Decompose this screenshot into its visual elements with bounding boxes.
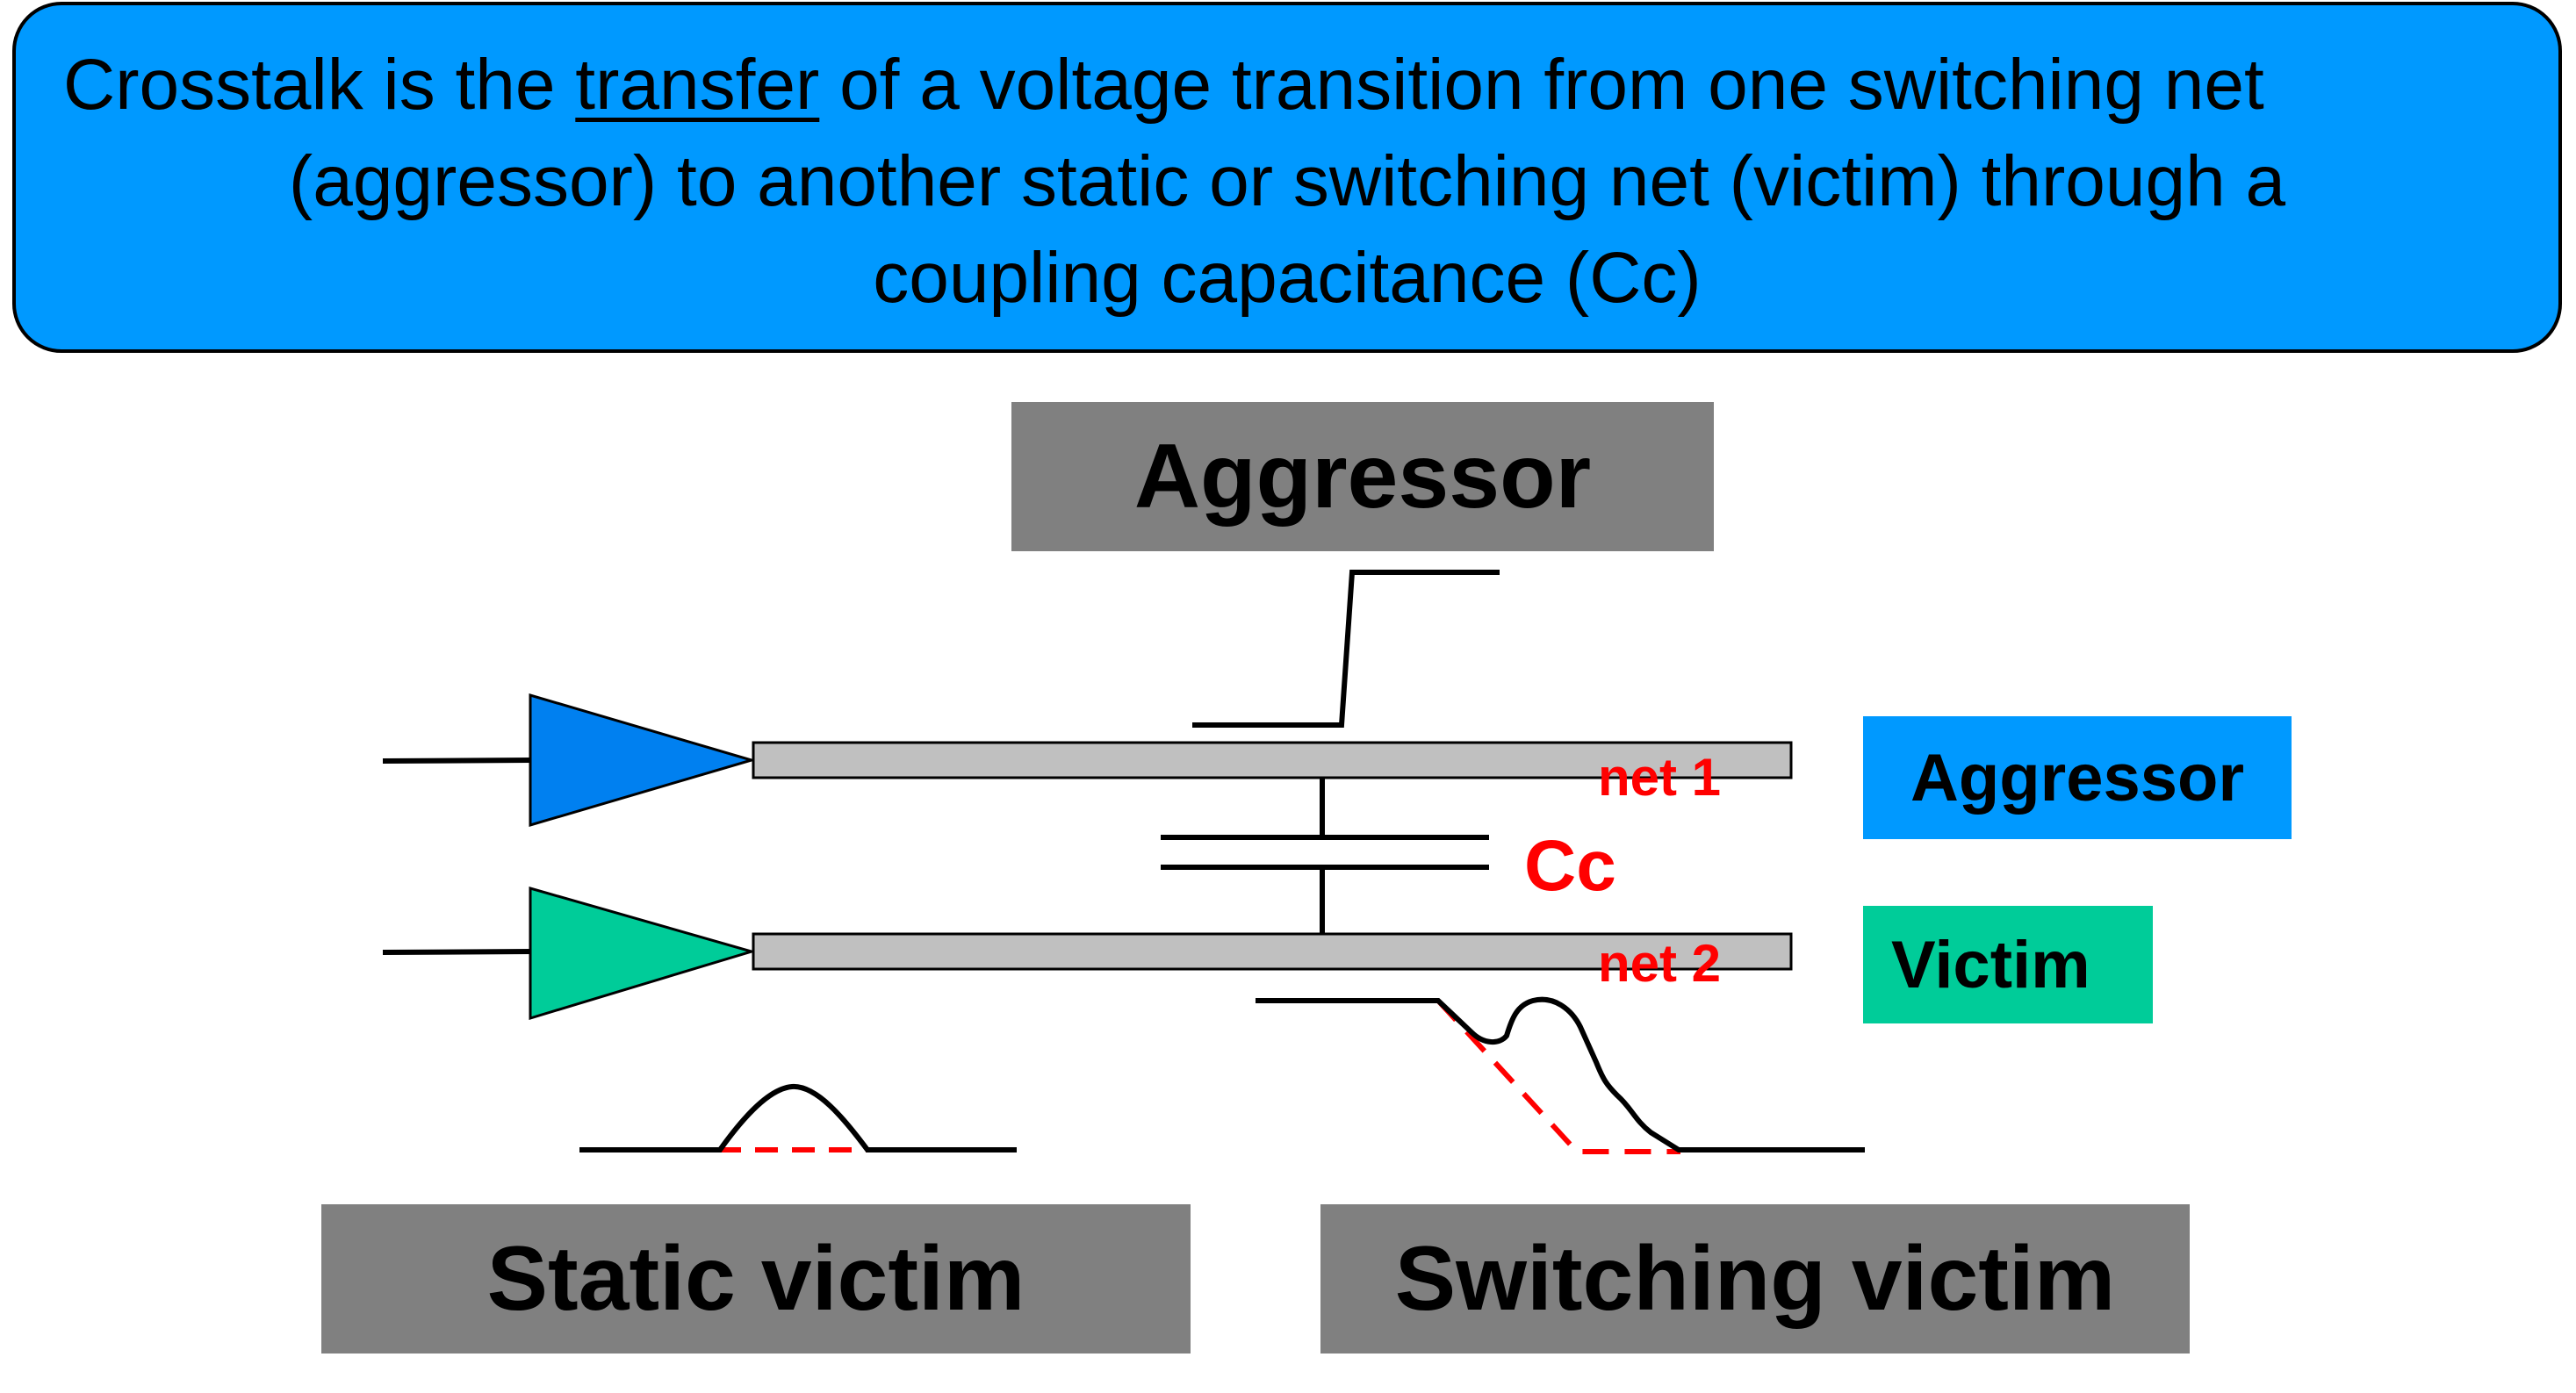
net1-wire [752,741,1793,779]
definition-line-2: (aggressor) to another static or switchi… [288,141,2286,221]
switching-victim-label: Switching victim [1320,1204,2190,1354]
victim-side-label: Victim [1863,906,2153,1023]
aggressor-step-waveform [1192,570,1500,728]
switching-victim-actual-waveform [1256,996,1865,1152]
victim-driver-buffer [529,887,757,1021]
switching-victim-ideal-waveform [1436,998,1680,1154]
definition-underlined-word: transfer [575,45,820,125]
static-victim-label: Static victim [321,1204,1191,1354]
net2-label: net 2 [1598,934,1721,993]
aggressor-title-label: Aggressor [1011,402,1714,551]
victim-input-wire [382,949,533,955]
definition-text: of a voltage transition from one switchi… [819,45,2264,125]
coupling-cap-label: Cc [1524,826,1616,906]
net1-label: net 1 [1598,748,1721,807]
aggressor-driver-buffer [529,693,757,828]
definition-box: Crosstalk is the transfer of a voltage t… [12,2,2562,353]
static-victim-glitch-waveform [579,1083,1017,1152]
definition-text: Crosstalk is the [63,45,576,125]
aggressor-input-wire [382,758,533,764]
aggressor-side-label: Aggressor [1863,716,2292,839]
net2-wire [752,932,1793,971]
definition-line-3: coupling capacitance (Cc) [873,238,1702,318]
definition-line-1: Crosstalk is the transfer of a voltage t… [51,37,2523,133]
